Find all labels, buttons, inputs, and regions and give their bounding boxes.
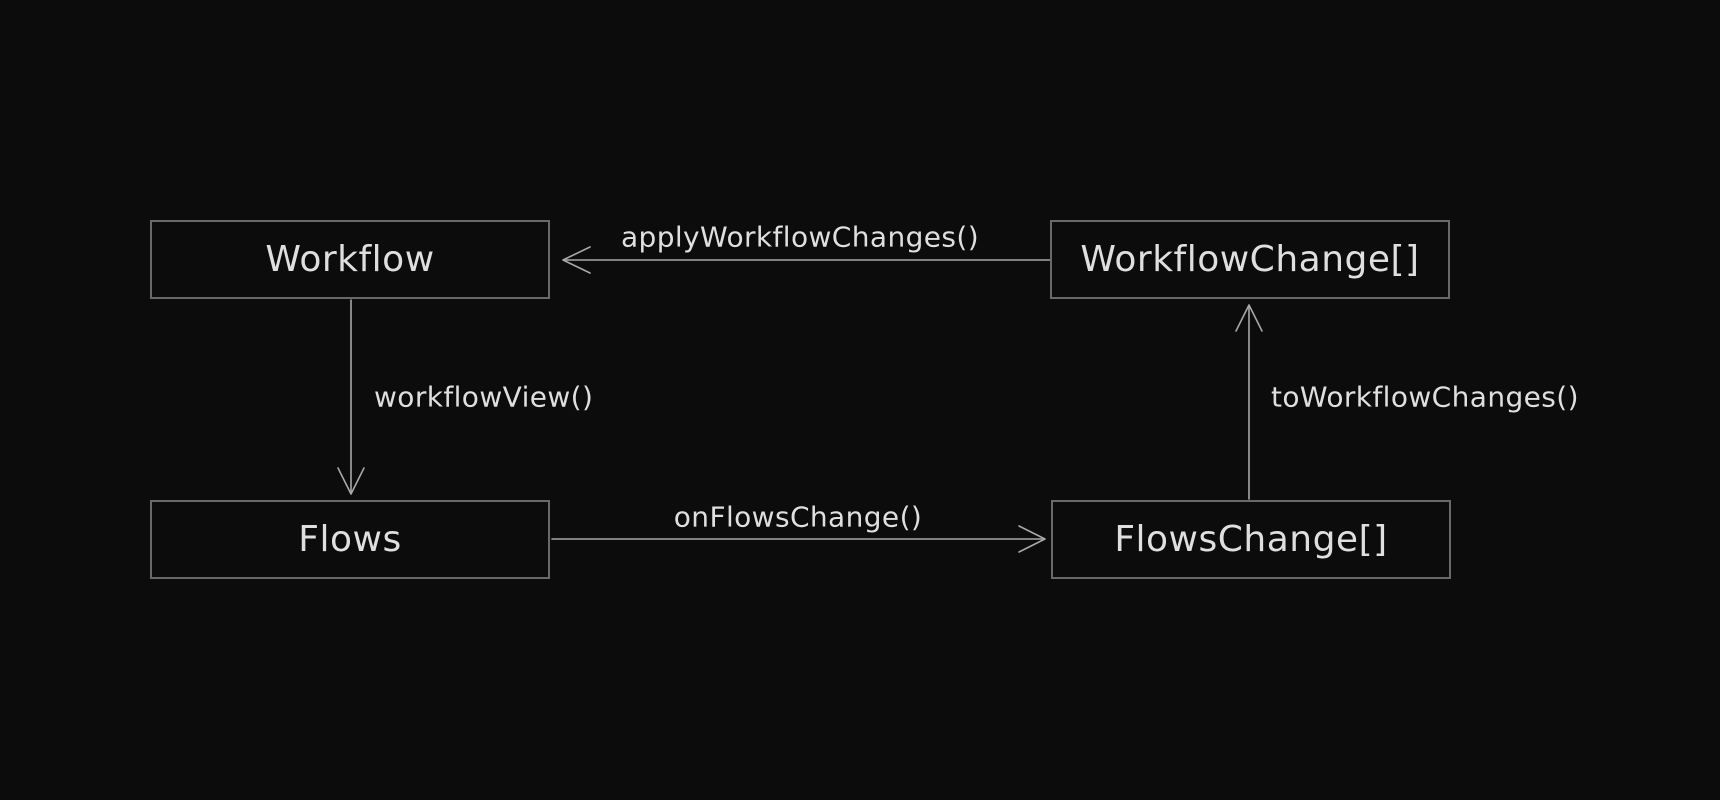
node-flows-change-label: FlowsChange[] — [1114, 519, 1388, 560]
edge-apply-workflow-changes[interactable] — [562, 246, 1051, 274]
arrowhead-left-icon — [562, 246, 591, 274]
node-workflow-label: Workflow — [265, 239, 435, 280]
node-flows-change[interactable]: FlowsChange[] — [1051, 500, 1451, 579]
edge-on-flows-change[interactable] — [551, 525, 1046, 553]
node-workflow-change[interactable]: WorkflowChange[] — [1050, 220, 1450, 299]
edge-workflow-view[interactable] — [337, 299, 365, 495]
edge-label-workflow-view[interactable]: workflowView() — [370, 380, 598, 414]
node-workflow[interactable]: Workflow — [150, 220, 550, 299]
edge-label-apply-workflow-changes[interactable]: applyWorkflowChanges() — [616, 220, 984, 254]
arrowhead-right-icon — [1018, 525, 1046, 553]
node-workflow-change-label: WorkflowChange[] — [1080, 239, 1420, 280]
edge-label-to-workflow-changes[interactable]: toWorkflowChanges() — [1267, 380, 1583, 414]
node-flows-label: Flows — [298, 519, 402, 560]
arrowhead-down-icon — [337, 467, 365, 495]
arrowhead-up-icon — [1235, 304, 1263, 332]
edge-to-workflow-changes[interactable] — [1235, 304, 1263, 500]
edge-label-on-flows-change[interactable]: onFlowsChange() — [669, 500, 927, 534]
node-flows[interactable]: Flows — [150, 500, 550, 579]
